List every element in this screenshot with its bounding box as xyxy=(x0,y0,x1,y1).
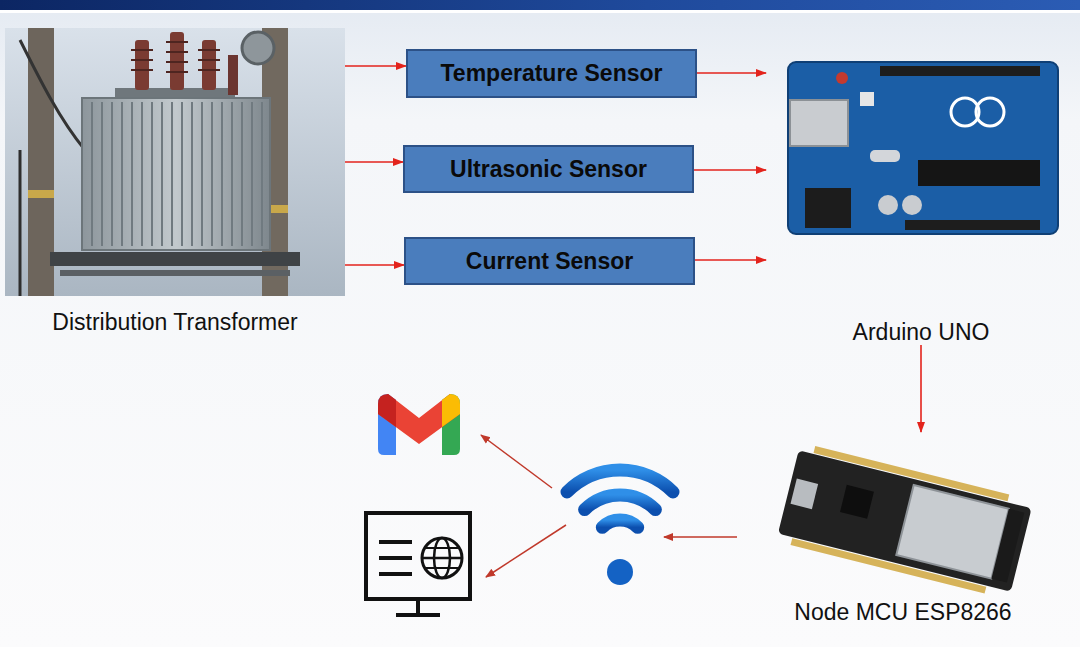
sensor-box: Temperature Sensor xyxy=(406,49,697,98)
nodemcu-board xyxy=(776,442,1034,599)
device-label: Arduino UNO xyxy=(853,319,990,345)
connector-arrow xyxy=(695,259,766,261)
device-label: Distribution Transformer xyxy=(52,309,297,335)
connector-arrow xyxy=(345,264,404,266)
device-label: Node MCU ESP8266 xyxy=(794,599,1011,625)
connector-arrow xyxy=(697,72,766,74)
sensor-label: Temperature Sensor xyxy=(441,60,663,87)
sensor-label: Current Sensor xyxy=(466,248,633,275)
wireless-link xyxy=(481,435,737,577)
wifi-icon xyxy=(567,470,673,585)
gmail-icon xyxy=(378,394,460,455)
connector-arrow xyxy=(920,345,922,432)
sensor-label: Ultrasonic Sensor xyxy=(450,156,647,183)
connector-arrow xyxy=(345,65,406,67)
connector-arrow xyxy=(345,161,403,163)
sensor-box: Current Sensor xyxy=(404,237,695,285)
web-monitor-icon xyxy=(366,513,470,615)
connector-arrow xyxy=(694,169,766,171)
transformer-node: Distribution Transformer xyxy=(5,28,345,335)
arduino-board xyxy=(788,62,1058,234)
transformer-photo xyxy=(5,28,345,296)
header-bar xyxy=(0,0,1080,10)
sensor-box: Ultrasonic Sensor xyxy=(403,145,694,193)
nodemcu-node: Node MCU ESP8266 xyxy=(758,432,1048,625)
header-line xyxy=(0,10,1080,13)
arduino-node: Arduino UNO xyxy=(766,28,1076,345)
